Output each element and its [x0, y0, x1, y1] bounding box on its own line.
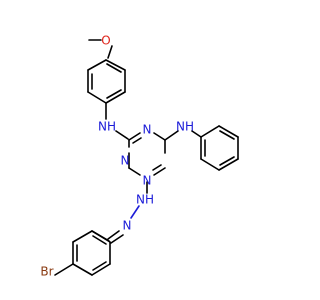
- nh-top-label: NH: [98, 120, 116, 134]
- hydrazine-nh-label: NH: [136, 193, 154, 207]
- oxygen-label: O: [101, 34, 110, 48]
- triazine-ring: [128, 132, 166, 176]
- bond-o-ring: [107, 45, 113, 59]
- bond-triazine-nh-right: [164, 130, 179, 141]
- bond-ring-br: [54, 263, 74, 276]
- methoxyphenyl-ring: [87, 59, 126, 104]
- structure-drawing: O NH NH N N N NH N Br: [40, 34, 239, 279]
- bond-nh-phenyl: [191, 130, 202, 138]
- bromophenyl-ring: [54, 230, 111, 276]
- triazine-n3-label: N: [143, 174, 152, 188]
- bromine-label: Br: [40, 265, 53, 279]
- triazine-n1-label: N: [143, 123, 152, 137]
- phenyl-ring: [200, 125, 239, 171]
- bond-nh-n: [130, 205, 140, 219]
- nh-right-label: NH: [176, 120, 194, 134]
- bond-nh-triazine-top: [115, 130, 129, 140]
- bond-n-ch: [107, 230, 120, 240]
- triazine-n2-label: N: [121, 154, 130, 168]
- hydrazine-n-label: N: [123, 219, 132, 233]
- molecule-diagram: O NH NH N N N NH N Br: [40, 34, 239, 279]
